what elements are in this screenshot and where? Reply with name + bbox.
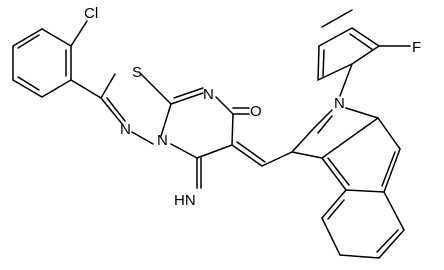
bond xyxy=(173,87,204,99)
chlorophenyl-ring xyxy=(12,20,102,99)
bond xyxy=(381,151,396,187)
bond xyxy=(322,49,325,77)
atom-label-n-pyrimidine: N xyxy=(203,86,214,103)
bond xyxy=(215,96,234,115)
bond xyxy=(170,92,204,105)
atom-label-f: F xyxy=(412,39,421,56)
bond xyxy=(291,151,323,159)
thiadiazole-ring xyxy=(100,71,172,145)
bond xyxy=(351,27,380,47)
bond xyxy=(318,27,353,47)
atom-label-o: O xyxy=(250,103,262,120)
bond xyxy=(317,115,333,134)
bond xyxy=(339,254,380,259)
bond xyxy=(327,157,350,186)
bond xyxy=(170,143,198,159)
methylidene-linker xyxy=(231,141,293,167)
bond xyxy=(12,79,43,98)
bond xyxy=(377,117,401,150)
bond xyxy=(321,217,341,256)
bond xyxy=(349,33,374,51)
bond xyxy=(327,199,345,220)
bond xyxy=(100,97,124,126)
atom-label-n-thiadiazole: N xyxy=(120,121,131,138)
atom-label-imine: HN xyxy=(174,192,196,209)
atom-label-n-ring-junction: N xyxy=(157,132,168,149)
bond xyxy=(291,127,315,153)
bond xyxy=(70,20,88,47)
bond xyxy=(376,229,399,253)
atom-label-cl: Cl xyxy=(84,5,98,22)
bond xyxy=(131,131,154,145)
fluorobenzyl-group xyxy=(317,9,411,97)
bond xyxy=(313,109,333,129)
bond xyxy=(339,63,353,97)
atom-label-n-indole: N xyxy=(334,95,345,112)
bond xyxy=(41,28,72,47)
bond xyxy=(321,9,353,28)
indole-ring xyxy=(291,107,405,259)
bond xyxy=(70,79,102,99)
bond xyxy=(321,117,379,159)
pyrimidinone-ring xyxy=(170,87,250,189)
bond xyxy=(236,141,266,163)
bond xyxy=(383,148,401,193)
bond xyxy=(41,79,72,98)
bond xyxy=(196,144,233,159)
bond xyxy=(261,151,293,167)
bond xyxy=(17,34,40,49)
bond xyxy=(138,71,172,105)
bond xyxy=(321,189,347,219)
bond xyxy=(12,28,43,47)
bond xyxy=(231,113,234,146)
bond xyxy=(378,229,405,259)
bond xyxy=(317,45,320,81)
atom-label-s: S xyxy=(132,64,142,81)
bond xyxy=(383,191,405,231)
bond xyxy=(345,107,379,119)
bond xyxy=(100,73,116,99)
bond xyxy=(17,76,40,91)
bond xyxy=(160,103,172,137)
bond xyxy=(317,63,353,81)
bond xyxy=(345,189,385,193)
bond xyxy=(106,97,126,122)
bond xyxy=(321,157,347,191)
bond xyxy=(231,144,263,167)
bond xyxy=(351,45,380,65)
